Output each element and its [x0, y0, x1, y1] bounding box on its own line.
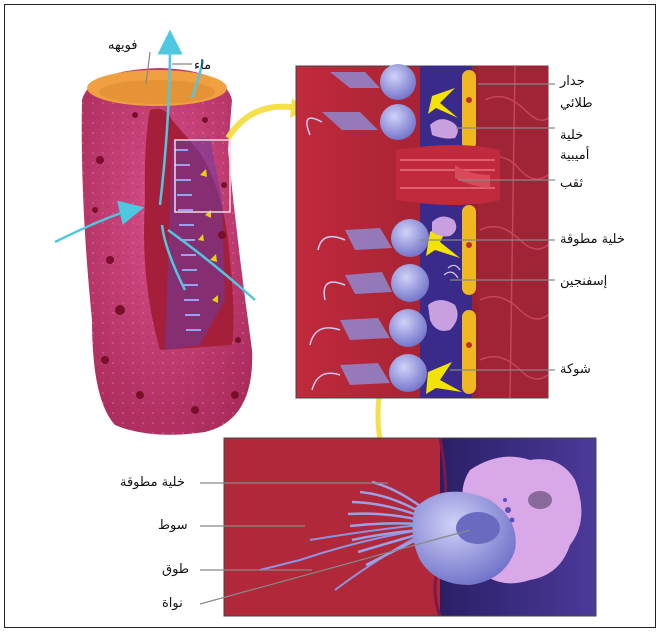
label-pore: ثقب: [560, 176, 583, 192]
nucleus-shape: [456, 512, 500, 544]
wall-detail-panel: [296, 64, 548, 398]
label-epithelial-wall-1: جدار: [560, 74, 585, 90]
label-amoebocyte-1: خلية: [560, 128, 583, 144]
porocyte: [396, 145, 500, 205]
label-osculum: فويهه: [108, 38, 138, 54]
label-spicule: شوكة: [560, 362, 591, 378]
collar-cell-detail-panel: [224, 438, 596, 616]
label-collar-cell-detail: خلية مطوقة: [120, 475, 185, 491]
label-amoebocyte-2: أميبية: [560, 148, 589, 164]
label-spongin: إسفنجين: [560, 274, 607, 290]
label-flagellum: سوط: [158, 518, 188, 534]
label-collar: طوق: [162, 562, 189, 578]
label-collar-cell: خلية مطوقة: [560, 232, 625, 248]
label-nucleus: نواة: [162, 596, 183, 612]
label-water: ماء: [194, 58, 211, 74]
label-epithelial-wall-2: طلائي: [560, 96, 593, 112]
